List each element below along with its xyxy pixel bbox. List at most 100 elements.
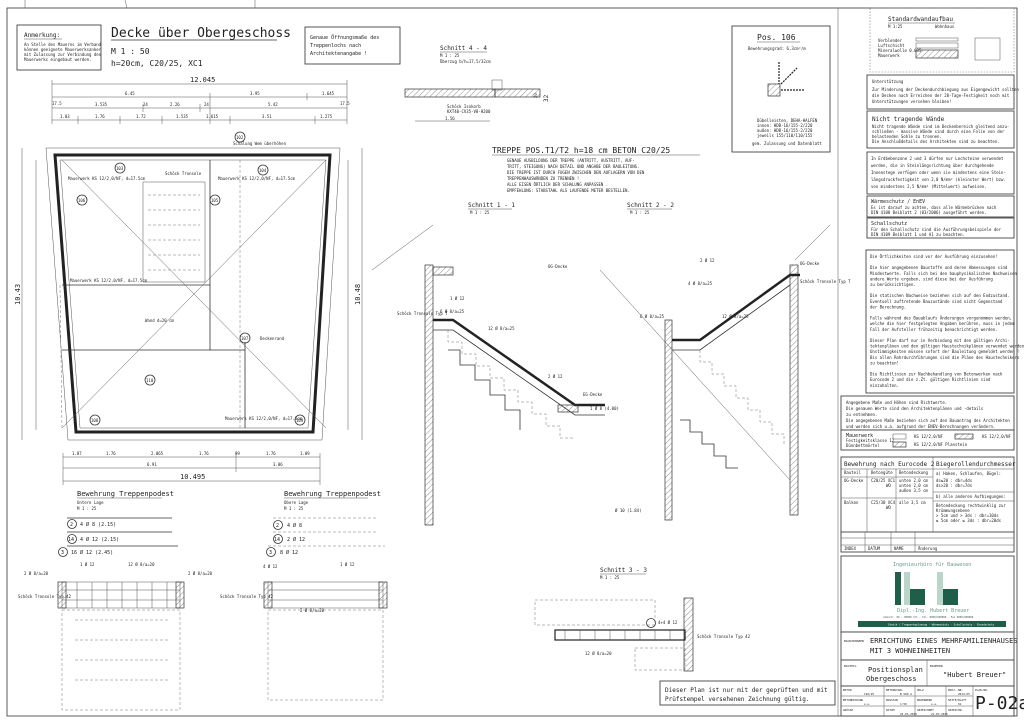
plan-scale: M 1 : 50 (111, 47, 150, 56)
stair-spec: TREPPE POS.T1/T2 h=18 cm BETON C20/25 GE… (492, 146, 700, 193)
general-note-line: welche die hier festgelegten Angaben ber… (870, 321, 1015, 326)
rebar-label: 2 Ø 8/a=20 (24, 571, 49, 576)
rebar-label: OG-Decke (800, 261, 820, 266)
section-title: Schnitt 1 - 1 (468, 202, 515, 209)
box-line: Zur Minderung der Deckendurchbiegung aus… (872, 87, 1019, 92)
table-cell: WO (886, 505, 891, 510)
rebar-label: OG-Decke (548, 264, 568, 269)
section-scale: M 1 : 25 (470, 210, 490, 215)
dim-text: 24 (143, 102, 148, 107)
box-heading: Nicht tragende Wände (872, 116, 945, 123)
meta-cell: BETON (843, 688, 852, 692)
position-number: 107 (241, 336, 249, 341)
dim-text: 32 (543, 94, 550, 102)
meta-cell: B 500 A (900, 692, 912, 696)
firm-tagline: Ingenieurbüro für Bauwesen (893, 562, 971, 568)
meta-cell: s.o. (931, 702, 938, 706)
note-opening: Genaue Öffnungsmaße des Treppenlochs nac… (304, 26, 401, 65)
box-line: und werden sich u.a. aufgrund der ENEV-B… (846, 424, 995, 429)
rebar-label: 4+4 Ø 12 (658, 620, 678, 625)
box-line: Festigkeitsklasse 12 (846, 438, 895, 443)
rebar-label: 1 Ø 8 (4.00) (590, 406, 619, 411)
meta-cell: SEITE/BLATT (948, 698, 967, 702)
section-title: Schnitt 2 - 2 (627, 202, 674, 209)
section-title: Bewehrung Treppenpodest (77, 490, 174, 498)
pos-line: außen: HDB-16/155-2/220 (757, 128, 813, 133)
note-line: Architektenangabe ! (310, 51, 367, 57)
dim-text: 24 (204, 102, 209, 107)
dim-text: 1.76 (266, 451, 276, 456)
table-cell: ≤ 5cm oder ≤ 3ds : dbr=20ds (936, 518, 1002, 523)
meta-cell: GEZEICHN. (948, 708, 963, 712)
wall-tag: Wohnhaus (935, 24, 955, 29)
general-note-line: Die hier angegebenen Baustoffe und deren… (870, 265, 1008, 270)
general-note-line: Die Örtlichkeiten sind vor der Ausführun… (870, 254, 998, 259)
revision-col: DATUM (868, 546, 881, 551)
plan-floor: Obergeschoss (866, 675, 917, 683)
general-note-line: einzuhalten. (870, 383, 899, 388)
general-note-line: Bis allen Rohrdurchführungen sind die Pl… (870, 355, 1020, 360)
pos-line: jeweils 155/110/110/155 (757, 133, 813, 138)
meta-cell: 2014-05 (958, 692, 970, 696)
note-line: Dieser Plan ist nur mit der geprüften un… (665, 687, 828, 694)
note-line: mit Zulassung zur Verbindung des (24, 52, 102, 57)
client-name: "Hubert Breuer" (943, 671, 1006, 679)
dim-text: 99 (235, 451, 240, 456)
plan-label: BAUTEIL (844, 664, 857, 668)
box-line: Angegebene Maße und Höhen sind Richtwert… (846, 400, 947, 405)
general-note-line: Die Richtlinien zur Nachbehandlung von B… (870, 372, 1003, 377)
pos-grad: Bewehrungsgrad: 6,3cm²/m (748, 46, 806, 51)
dim-text: 2.065 (151, 451, 164, 456)
rebar-label: 2 Ø 12 (548, 374, 563, 379)
plan-title: Decke über Obergeschoss (111, 26, 291, 41)
position-number: 103 (116, 166, 124, 171)
box-line: Die genauen Werte sind den Architektenpl… (846, 406, 984, 411)
pos-line: gem. Zulassung und Datenblatt (752, 141, 822, 146)
note-line: Genaue Öffnungsmaße des (310, 34, 379, 41)
section-4-4: Schnitt 4 - 4 M 1 : 25 Überzug b/h=17,5/… (404, 45, 550, 122)
podest-reinforcement-upper: Bewehrung Treppenpodest Obere Lage M 1 :… (220, 490, 388, 701)
pos-title: Pos. 106 (757, 33, 796, 42)
revision-col: INDEX (844, 546, 857, 551)
plan-label: Schalung Wem überhöhen (233, 141, 287, 146)
rebar-label: 1 Ø 12 (80, 562, 95, 567)
dim-text: 17.5 (52, 101, 62, 106)
dim-text: 1.615 (206, 114, 219, 119)
table-cell: ds≤20 : dbr=4ds (936, 478, 973, 483)
bar-position: 2 (70, 522, 73, 528)
section-1-1: Schnitt 1 - 1 M 1 : 25 1 Ø 12 6 Ø 8/a=25… (371, 202, 619, 526)
box-line: Nicht tragende Wände sind im Deckenberei… (872, 124, 1009, 129)
dim-text: 17.5 (340, 101, 350, 106)
section-scale: M 1 : 25 (284, 506, 304, 511)
table-col: Betondeckung (899, 470, 928, 475)
table-cell: b) alle anderen Aufbiegungen: (936, 494, 1006, 499)
table-col: Bauteil (844, 470, 861, 475)
dim-text: 12.045 (190, 76, 215, 84)
bar-text: 8 Ø 12 (280, 549, 298, 556)
box-line: längsdruckfestigkeit von 2,0 N/mm² (klei… (871, 177, 1006, 182)
section-sub: Obere Lage (284, 500, 309, 505)
meta-cell: GRÖSSE (843, 707, 853, 712)
stair-line: TREPPENHAUSWÄNDEN ZU TRENNEN ! (507, 176, 579, 181)
bar-text: 4 Ø 12 (2.15) (80, 536, 119, 543)
sheet-border (6, 7, 1018, 717)
rebar-label: Schöck Tronsole Typ T (800, 279, 851, 284)
section-title: Schnitt 4 - 4 (440, 45, 487, 52)
stair-line: TRITT, STEIGUNG) NACH DETAIL UND ANGABE … (507, 164, 639, 169)
section-title: Bewehrung Treppenpodest (284, 490, 381, 498)
dimension-chain-bottom: 1.07 1.76 2.065 1.76 99 1.76 1.09 6.91 3… (62, 451, 321, 485)
table-cell: OG-Decke (844, 478, 864, 483)
general-note-line: Unstimmigkeiten müssen sofort der Baulei… (870, 349, 1019, 354)
section-scale: M 1 : 25 (77, 506, 97, 511)
section-3-3: Schnitt 3 - 3 M 1 : 25 4+4 Ø 12 12 Ø 8/a… (534, 567, 751, 672)
dim-text: 3.51 (262, 114, 272, 119)
table-heading: Biegerollendurchmesser (936, 461, 1016, 468)
table-cell: C25/30 XC4 (871, 500, 896, 505)
position-number: 104 (259, 168, 267, 173)
bar-position: 3 (269, 550, 272, 556)
box-heading: Mauerwerk (846, 433, 873, 439)
table-cell: alle 3,5 cm (899, 500, 926, 505)
rebar-label: Schöck Tronsole Typ 42 (697, 634, 751, 639)
plan-label: Mauerwerk KS 12/2,0/NF, d=17.5cm (68, 176, 146, 181)
